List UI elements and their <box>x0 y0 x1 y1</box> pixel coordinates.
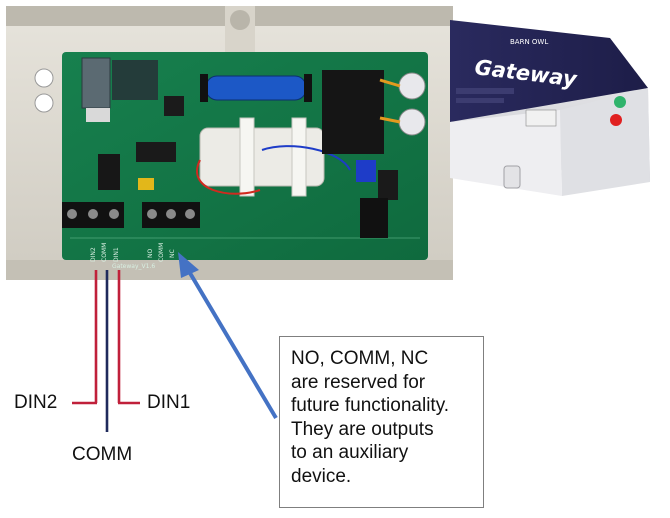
silk-din2: DIN2 <box>90 247 97 262</box>
gateway-barcode <box>525 109 557 127</box>
callout-note: NO, COMM, NC are reserved for future fun… <box>279 336 484 508</box>
silk-no: NO <box>147 249 154 258</box>
comm-label: COMM <box>72 444 133 465</box>
status-led-green <box>614 96 626 108</box>
silk-comm-out: COMM <box>158 243 165 262</box>
callout-line: They are outputs <box>291 418 434 440</box>
power-module <box>322 70 384 154</box>
callout-line: are reserved for <box>291 371 426 393</box>
status-led-red <box>610 114 622 126</box>
battery-cell <box>205 75 307 101</box>
gateway-brand: BARN OWL <box>510 38 548 46</box>
terminal-block-outputs <box>142 202 200 228</box>
silk-nc: NC <box>169 249 176 258</box>
callout-line: device. <box>291 465 352 487</box>
board-photo: DIN2 COMM DIN1 NO COMM NC Gateway_V1.6 <box>6 6 453 280</box>
din2-label: DIN2 <box>14 392 58 413</box>
callout-arrow <box>178 252 278 420</box>
silk-comm-in: COMM <box>101 243 108 262</box>
callout-line: future functionality. <box>291 395 450 416</box>
silk-din1: DIN1 <box>113 247 120 262</box>
callout-line: to an auxiliary <box>291 442 409 463</box>
gateway-photo: BARN OWL Gateway <box>450 20 650 196</box>
din1-label: DIN1 <box>147 392 191 413</box>
silk-board-name: Gateway_V1.6 <box>112 263 155 270</box>
terminal-block-inputs <box>62 202 124 228</box>
callout-line: NO, COMM, NC <box>291 348 429 369</box>
